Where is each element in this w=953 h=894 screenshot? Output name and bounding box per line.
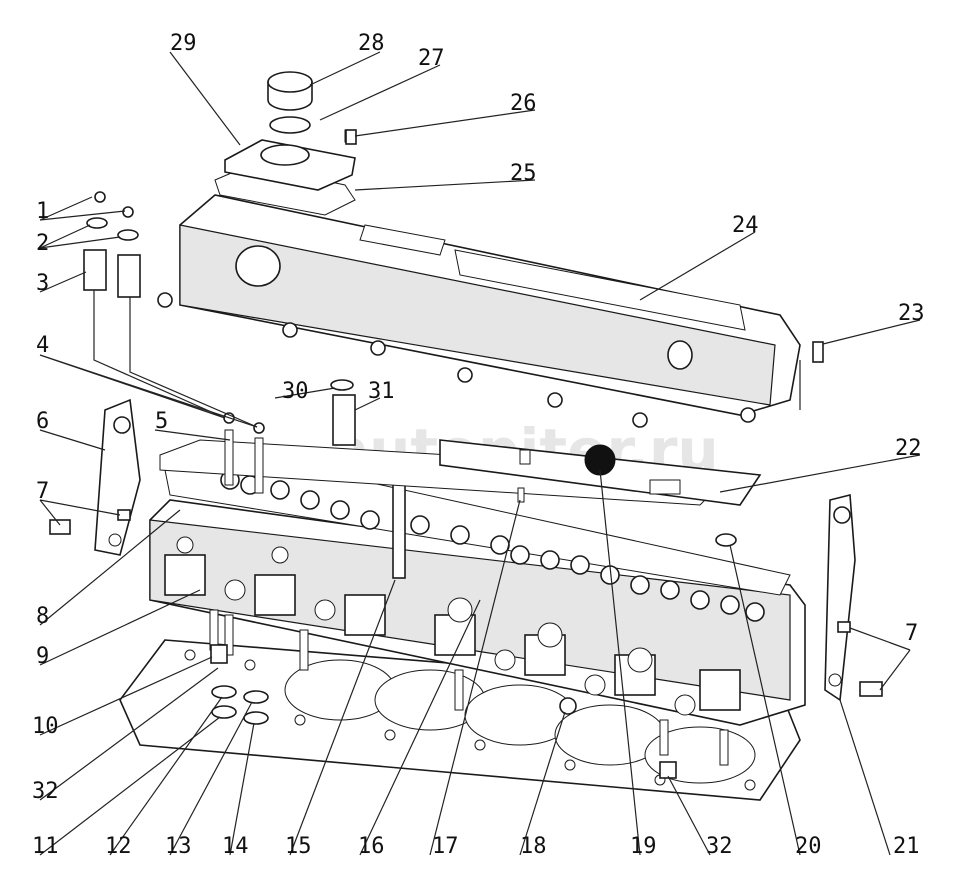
- callout-31: 31: [368, 379, 395, 404]
- callout-10: 10: [32, 714, 59, 739]
- callout-15: 15: [285, 834, 312, 859]
- callout-3: 3: [36, 271, 49, 296]
- callout-30: 30: [282, 379, 309, 404]
- callout-14: 14: [222, 834, 249, 859]
- callout-9: 9: [36, 644, 49, 669]
- callout-16: 16: [358, 834, 385, 859]
- callout-32-right: 32: [706, 834, 733, 859]
- valve-cover: [157, 194, 801, 428]
- callout-12: 12: [105, 834, 132, 859]
- callout-labels: 1 2 3 4 5 6 7 7 8 9 10 11 12 13 14 15 16…: [32, 31, 925, 859]
- callout-26: 26: [510, 91, 537, 116]
- callout-2: 2: [36, 231, 49, 256]
- callout-32-left: 32: [32, 779, 59, 804]
- callout-4: 4: [36, 333, 49, 358]
- valve-springs: [83, 191, 265, 494]
- callout-7-left: 7: [36, 479, 49, 504]
- callout-28: 28: [358, 31, 385, 56]
- callout-1: 1: [36, 199, 49, 224]
- lifting-brackets: [49, 398, 883, 702]
- callout-22: 22: [895, 436, 922, 461]
- callout-5: 5: [155, 409, 168, 434]
- callout-18: 18: [520, 834, 547, 859]
- callout-8: 8: [36, 604, 49, 629]
- callout-27: 27: [418, 46, 445, 71]
- small-parts: [210, 129, 824, 779]
- valve-train-assembly: [164, 444, 791, 622]
- callout-13: 13: [165, 834, 192, 859]
- callout-25: 25: [510, 161, 537, 186]
- callout-19: 19: [630, 834, 657, 859]
- callout-29: 29: [170, 31, 197, 56]
- callout-7-right: 7: [905, 621, 918, 646]
- callout-21: 21: [893, 834, 920, 859]
- callout-6: 6: [36, 409, 49, 434]
- callout-23: 23: [898, 301, 925, 326]
- oil-filler-assembly: [214, 71, 356, 216]
- leader-lines: [39, 51, 921, 856]
- callout-20: 20: [795, 834, 822, 859]
- callout-24: 24: [732, 213, 759, 238]
- callout-11: 11: [32, 834, 59, 859]
- callout-17: 17: [432, 834, 459, 859]
